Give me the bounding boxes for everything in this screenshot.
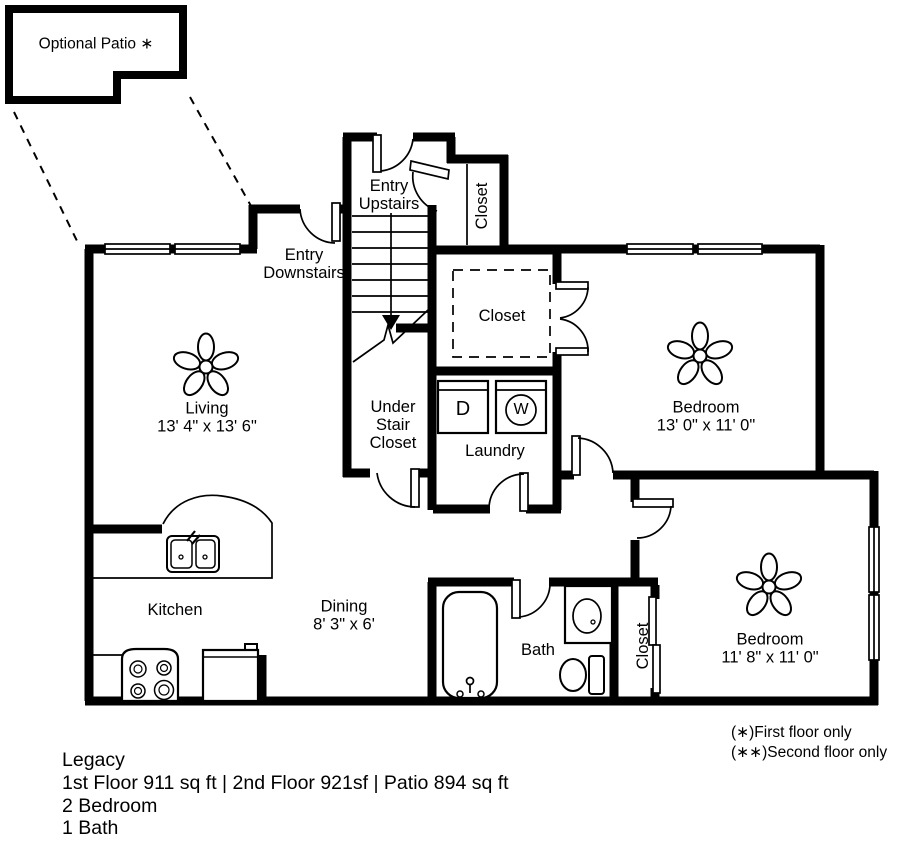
- door-leaf-laundry: [519, 472, 529, 512]
- door-leaf-bath: [511, 579, 521, 619]
- entry-downstairs-label: Entry Downstairs: [263, 245, 345, 282]
- room-name: Bedroom: [736, 630, 804, 649]
- washer-drum-icon: [505, 394, 537, 426]
- closet-upper-label: Closet: [472, 182, 491, 230]
- room-dims: 13' 4" x 13' 6": [157, 418, 257, 436]
- room-dims: 8' 3" x 6': [313, 616, 375, 634]
- bathtub-icon: [441, 590, 499, 700]
- footnote-second-floor: (∗∗)Second floor only: [731, 743, 888, 761]
- staircase: [352, 213, 429, 363]
- closet-bedroom2-label: Closet: [633, 622, 652, 670]
- ceiling-fan-living: [172, 332, 240, 397]
- patio-outline: [5, 5, 187, 104]
- walls: [84, 132, 879, 706]
- door-arc-stairwell: [411, 171, 438, 212]
- door-leaf-under-stair-closet: [410, 468, 420, 508]
- door-leaf-bedroom2: [632, 498, 674, 508]
- kitchen-counter: [93, 494, 273, 579]
- room-dims: 13' 0" x 11' 0": [656, 417, 756, 435]
- dining-label: Dining 8' 3" x 6': [313, 580, 375, 653]
- closet-middle-label: Closet: [478, 306, 526, 325]
- kitchen-label: Kitchen: [147, 600, 203, 619]
- plan-summary: Legacy 1st Floor 911 sq ft | 2nd Floor 9…: [62, 749, 509, 840]
- bedroom2-label: Bedroom 11' 8" x 11' 0": [721, 613, 818, 686]
- plan-areas: 1st Floor 911 sq ft | 2nd Floor 921sf | …: [62, 771, 509, 794]
- toilet-icon: [559, 655, 605, 695]
- door-leaf-bedroom1: [571, 435, 581, 476]
- room-name: Bedroom: [672, 398, 740, 417]
- door-arc-closet-middle-bottom: [559, 318, 589, 353]
- door-leaf-stairwell: [409, 159, 450, 181]
- kitchen-fixtures: [93, 494, 273, 703]
- ceiling-fan-bedroom1: [666, 321, 734, 386]
- bath-fixtures: [441, 584, 614, 700]
- door-arc-entry-top: [380, 138, 414, 172]
- door-leaf-closet-middle-top: [555, 281, 589, 290]
- dryer-label: D: [455, 398, 471, 420]
- room-name: Living: [185, 399, 229, 418]
- bedroom1-label: Bedroom 13' 0" x 11' 0": [657, 381, 755, 454]
- doors: [299, 134, 674, 694]
- under-stair-closet-label: Under Stair Closet: [369, 397, 417, 453]
- sliding-door-panel-2: [652, 644, 661, 694]
- door-leaf-front: [331, 202, 341, 242]
- patio-connector-lines: [13, 96, 252, 244]
- refrigerator-icon: [201, 643, 260, 703]
- kitchen-sink-icon: [166, 530, 220, 573]
- stair-arrowhead-icon: [382, 315, 400, 330]
- washer-label: W: [513, 401, 529, 419]
- door-arc-bedroom1: [577, 437, 614, 474]
- ceiling-fan-bedroom2: [735, 552, 803, 617]
- bath-label: Bath: [521, 640, 555, 659]
- room-name: Dining: [320, 597, 368, 616]
- door-arc-closet-middle-top: [559, 286, 589, 319]
- plan-bedrooms: 2 Bedroom: [62, 794, 158, 817]
- door-arc-bedroom2: [636, 505, 672, 539]
- door-arc-bath: [518, 584, 551, 618]
- door-arc-under-stair-closet: [376, 472, 416, 508]
- door-leaf-entry-top: [372, 134, 382, 173]
- patio-label: Optional Patio ∗: [38, 35, 154, 53]
- room-dims: 11' 8" x 11' 0": [721, 649, 819, 667]
- stair-break-line: [352, 309, 429, 363]
- footnotes: (∗)First floor only (∗∗)Second floor onl…: [731, 723, 887, 762]
- bath-vanity-sink-icon: [563, 584, 614, 645]
- laundry-label: Laundry: [465, 441, 525, 460]
- living-label: Living 13' 4" x 13' 6": [157, 382, 257, 455]
- closet-middle-dashed-outline: [452, 269, 551, 358]
- footnote-first-floor: (∗)First floor only: [731, 724, 852, 741]
- plan-name: Legacy: [62, 749, 125, 771]
- door-arc-laundry: [488, 473, 525, 510]
- laundry-appliances: [436, 379, 548, 435]
- stove-icon: [120, 647, 180, 703]
- windows: [104, 243, 880, 661]
- door-leaf-closet-middle-bottom: [555, 347, 589, 356]
- plan-baths: 1 Bath: [62, 817, 119, 840]
- door-arc-front: [299, 208, 336, 244]
- entry-upstairs-label: Entry Upstairs: [358, 176, 420, 213]
